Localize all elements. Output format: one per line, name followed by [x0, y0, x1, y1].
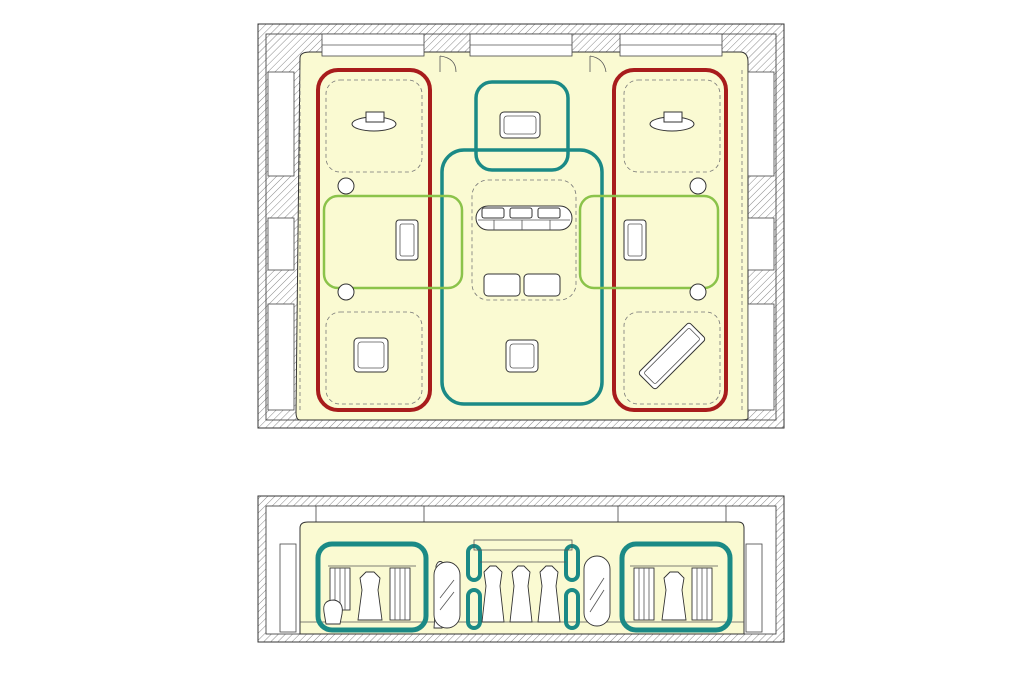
zone-left-red	[316, 68, 432, 412]
alcove-left	[315, 541, 429, 633]
left-windows	[267, 70, 301, 411]
zone-left-green	[322, 194, 464, 290]
alcove-right	[619, 541, 733, 633]
plan-floor	[295, 51, 749, 421]
zone-center-main-teal	[440, 148, 604, 406]
zone-right-red	[612, 68, 728, 412]
plan-fixtures	[337, 111, 707, 390]
zone-center-top-teal	[474, 80, 570, 172]
elevation	[257, 495, 785, 643]
right-windows	[741, 70, 775, 411]
alcove-center-left-bottom	[466, 588, 482, 630]
dashed-rooms	[325, 79, 721, 405]
garments	[323, 555, 718, 629]
top-windows	[321, 33, 723, 57]
zone-right-green	[578, 194, 720, 290]
floor-plan	[257, 23, 785, 429]
alcove-center-right-bottom	[564, 588, 580, 630]
